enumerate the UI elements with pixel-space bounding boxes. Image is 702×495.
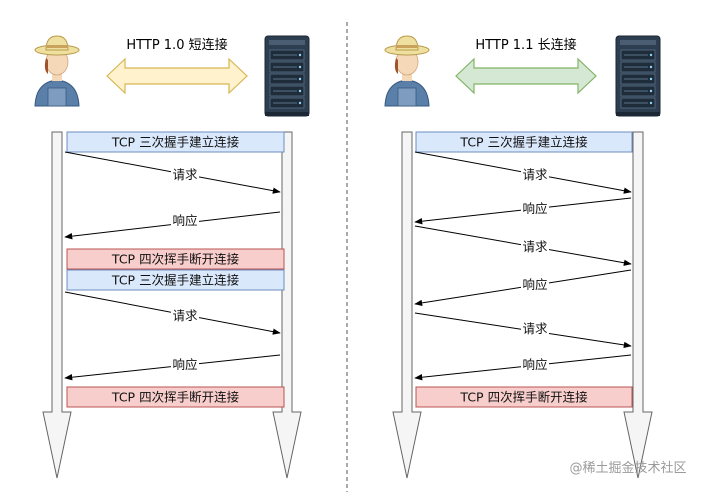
message-label: 请求 <box>522 321 548 336</box>
tcp-teardown-band: TCP 四次挥手断开连接 <box>66 386 285 408</box>
message-label: 请求 <box>172 167 198 182</box>
band-label: TCP 三次握手建立连接 <box>111 135 240 150</box>
response-message: 响应 <box>414 354 632 381</box>
connection-type-arrow <box>455 57 597 95</box>
band-label: TCP 三次握手建立连接 <box>459 135 588 150</box>
server-rack-icon <box>615 35 661 117</box>
response-message: 响应 <box>414 197 632 225</box>
band-label: TCP 四次挥手断开连接 <box>459 390 588 405</box>
request-message: 请求 <box>414 225 632 266</box>
response-message: 响应 <box>64 354 281 381</box>
connection-type-arrow <box>106 57 248 95</box>
server-lifeline <box>272 131 302 479</box>
message-label: 请求 <box>522 239 548 254</box>
server-lifeline <box>623 131 653 479</box>
client-lifeline <box>42 131 72 479</box>
request-message: 请求 <box>64 291 281 335</box>
response-message: 响应 <box>414 269 632 307</box>
watermark-text: @稀土掘金技术社区 <box>569 460 686 476</box>
band-label: TCP 四次挥手断开连接 <box>111 252 240 267</box>
message-label: 响应 <box>172 213 197 228</box>
band-label: TCP 四次挥手断开连接 <box>111 390 240 405</box>
tcp-handshake-band: TCP 三次握手建立连接 <box>66 269 285 291</box>
panel-title: HTTP 1.1 长连接 <box>475 37 576 53</box>
message-label: 响应 <box>522 277 547 292</box>
client-lifeline <box>392 131 422 479</box>
farmer-user-icon <box>384 35 430 107</box>
tcp-teardown-band: TCP 四次挥手断开连接 <box>66 248 285 270</box>
tcp-handshake-band: TCP 三次握手建立连接 <box>66 131 285 153</box>
tcp-handshake-band: TCP 三次握手建立连接 <box>415 131 633 153</box>
message-label: 请求 <box>172 308 198 323</box>
request-message: 请求 <box>414 151 632 194</box>
tcp-teardown-band: TCP 四次挥手断开连接 <box>415 386 633 408</box>
message-label: 响应 <box>522 357 547 372</box>
request-message: 请求 <box>414 312 632 349</box>
band-label: TCP 三次握手建立连接 <box>111 273 240 288</box>
message-label: 响应 <box>522 201 547 216</box>
farmer-user-icon <box>34 35 80 107</box>
message-label: 请求 <box>522 167 548 182</box>
message-label: 响应 <box>172 357 197 372</box>
server-rack-icon <box>264 35 310 117</box>
request-message: 请求 <box>64 151 281 194</box>
panel-title: HTTP 1.0 短连接 <box>126 37 227 53</box>
response-message: 响应 <box>64 211 281 240</box>
panel-1: HTTP 1.0 短连接 TCP 三次握手建立连接 TCP 四次挥手断开连接 TCP … <box>34 35 310 479</box>
